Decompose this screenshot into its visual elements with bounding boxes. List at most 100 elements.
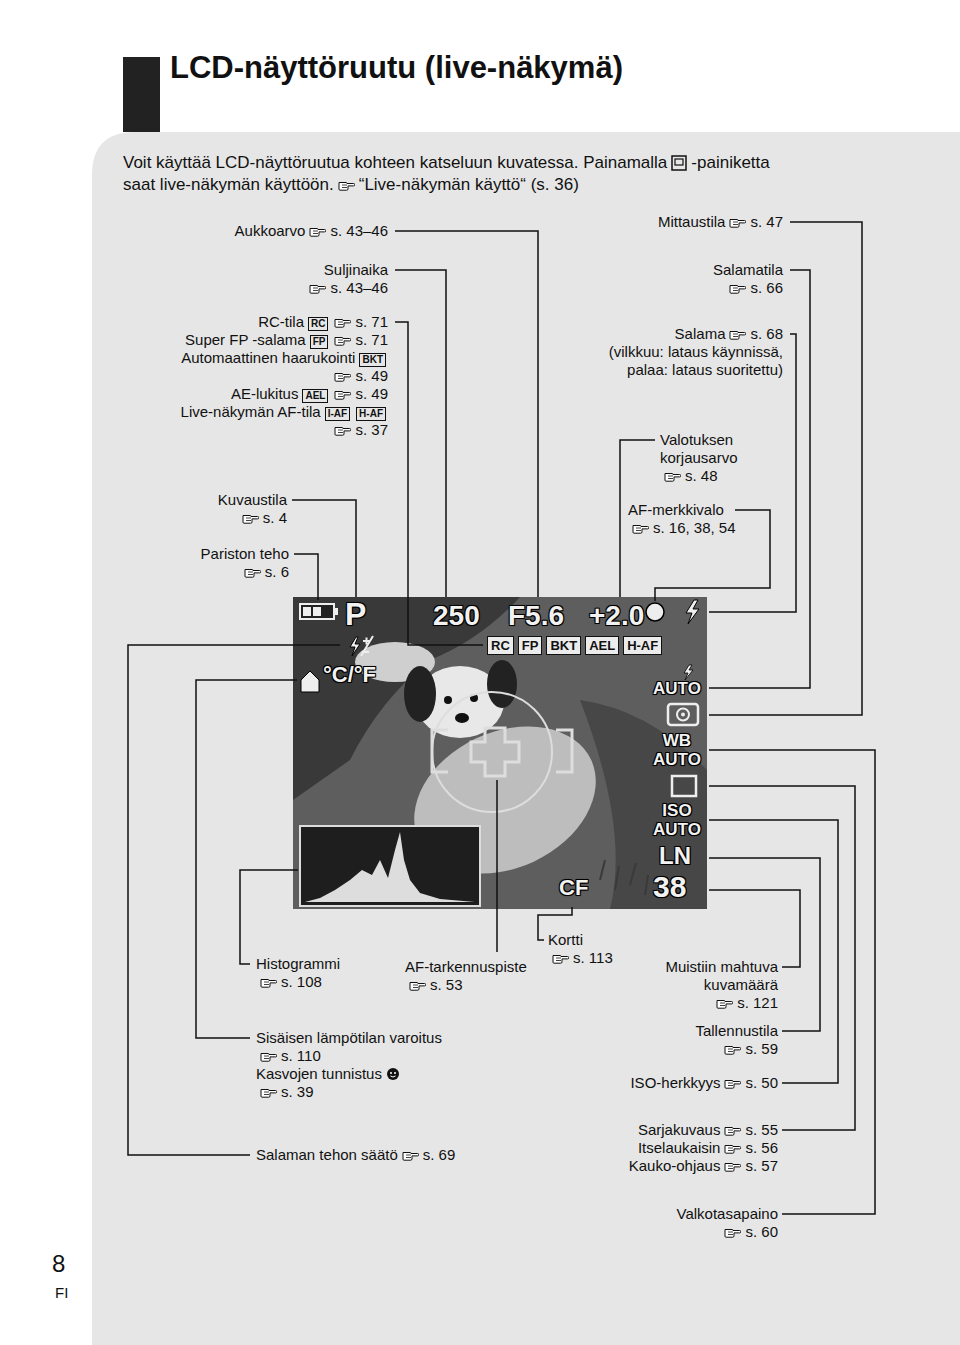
node-text: AUTO: [653, 679, 701, 698]
callout-label: Histogrammi: [256, 955, 340, 972]
callout-row: AF-tarkennuspiste: [405, 958, 527, 976]
slot: s. 49: [355, 385, 388, 403]
page-ref-hand: [244, 567, 261, 578]
page-ref-hand: [553, 955, 569, 963]
page-panel-part: [123, 57, 160, 132]
callout-row: Live-näkymän AF-tila I-AFH-AF: [181, 403, 388, 421]
lcd-picture-part: [293, 597, 520, 800]
leader-lines-part: [395, 322, 483, 645]
node-text: P: [345, 597, 366, 631]
lcd-icons-part: [668, 704, 698, 725]
slot: Kauko-ohjaus: [629, 1157, 721, 1175]
callout-row: Histogrammi: [256, 955, 340, 973]
page-ref-hand: [724, 1143, 741, 1154]
node-text: AEL: [589, 638, 615, 653]
callout-label: -painiketta: [691, 153, 769, 172]
callout-label: s. 57: [745, 1157, 778, 1174]
callout-label: Live-näkymän AF-tila: [181, 403, 321, 420]
node-text: +2.0: [589, 601, 644, 631]
slot: s. 53: [430, 976, 463, 994]
lcd-picture-part: [444, 696, 452, 704]
page-ref-hand: [729, 283, 746, 294]
screen-indicator-box: BKT: [546, 636, 581, 655]
page-ref-hand: [728, 1232, 733, 1235]
page-ref-hand: [716, 998, 733, 1009]
page-ref-hand: [338, 322, 343, 325]
lcd-icons-part: [303, 607, 311, 616]
leader-lines: [128, 222, 875, 1214]
callout-row: s. 43–46: [305, 279, 388, 297]
slot: Kasvojen tunnistus: [256, 1065, 382, 1083]
slot: FP: [306, 331, 331, 349]
page-ref-hand: [728, 1049, 733, 1052]
slot: s. 37: [355, 421, 388, 439]
callout-label: Valotuksen korjausarvo: [660, 431, 760, 467]
slot: s. 68: [750, 325, 783, 343]
slot: saat live-näkymän käyttöön.: [123, 175, 334, 195]
leader-lines-part: [620, 440, 655, 597]
slot: s. 108: [281, 973, 322, 991]
page-ref-hand: [245, 569, 261, 577]
lcd-icons-part: [334, 608, 338, 615]
slot: s. 69: [423, 1146, 456, 1164]
slot: Live-näkymän AF-tila: [181, 403, 321, 421]
callout-row: AF-merkkivalo: [628, 501, 724, 519]
lcd-icons-part: [556, 730, 572, 772]
slot: Kuvaustila: [218, 491, 287, 509]
slot: s. 16, 38, 54: [653, 519, 736, 537]
page-ref-hand: [309, 283, 326, 294]
slot: s. 71: [355, 313, 388, 331]
callout-label: Kuvaustila: [218, 491, 287, 508]
icon-box: I-AF: [325, 407, 350, 421]
lcd-picture-part: [600, 860, 648, 895]
callout-label: AF-tarkennuspiste: [405, 958, 527, 975]
leader-lines-part: [709, 222, 862, 715]
slot: Pariston teho: [201, 545, 289, 563]
page-ref-hand: [313, 231, 318, 234]
callout-row: FI: [55, 1284, 68, 1302]
screen-indicator-box: AEL: [585, 636, 619, 655]
callout-label: AE-lukitus: [231, 385, 299, 402]
callout-label: Muistiin mahtuva kuvamäärä: [648, 958, 778, 994]
slot: Tallennustila: [695, 1022, 778, 1040]
page-ref-hand: [338, 180, 355, 191]
callout-label: s. 108: [281, 973, 322, 990]
page-ref-hand: [724, 1125, 741, 1136]
lcd-picture-part: [580, 700, 707, 909]
page-ref-hand: [665, 473, 681, 481]
icon-box: BKT: [359, 353, 386, 367]
page-ref-hand: [668, 476, 673, 479]
icon-box: FP: [310, 335, 329, 349]
lcd-icons-part: [301, 671, 319, 692]
lcd-icons-part: [350, 637, 360, 656]
slot: Super FP -salama: [185, 331, 306, 349]
slot: H-AF: [352, 403, 388, 421]
callout-label: Kortti: [548, 931, 583, 948]
page-ref-hand: [403, 1152, 419, 1160]
leader-lines-part: [709, 890, 800, 967]
slot: AE-lukitus: [231, 385, 299, 403]
node-text: 250: [433, 601, 480, 631]
callout-label: Aukkoarvo: [235, 222, 306, 239]
callout-label: s. 69: [423, 1146, 456, 1163]
page-ref-hand: [729, 217, 746, 228]
lcd-screen: P250F5.6+2.0°C/°FAUTOWB AUTOISO AUTOLNCF…: [293, 597, 707, 909]
page-ref-hand: [733, 288, 738, 291]
page-ref-hand: [242, 513, 259, 524]
slot: RC: [304, 313, 330, 331]
slot: Salaman tehon säätö: [256, 1146, 398, 1164]
callout-row: s. 48: [660, 467, 718, 485]
page-title: LCD-näyttöruutu (live-näkymä): [170, 50, 623, 86]
face-detect-icon: [386, 1067, 400, 1081]
page-ref-hand: [725, 1163, 741, 1171]
lcd-icons-part: [432, 692, 552, 812]
callout-label: s. 16, 38, 54: [653, 519, 736, 536]
callout-label: ISO-herkkyys: [630, 1074, 720, 1091]
page-panel-part: [92, 132, 960, 1345]
page-ref-hand: [724, 1227, 741, 1238]
lcd-icons-part: [300, 604, 334, 619]
page-ref-hand: [261, 979, 277, 987]
callout-row: Sarjakuvauss. 55: [638, 1121, 778, 1139]
callout-row: s. 110: [256, 1047, 321, 1065]
slot: Automaattinen haarukointi: [181, 349, 355, 367]
